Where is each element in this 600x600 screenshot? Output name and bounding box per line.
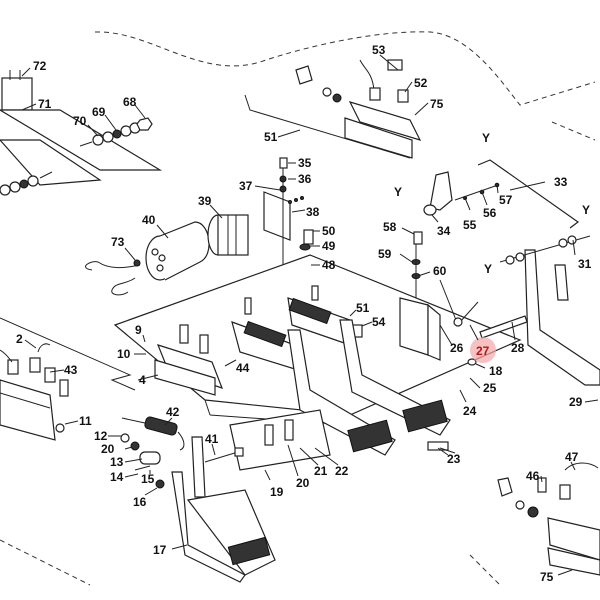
callout-11: 11 bbox=[79, 414, 92, 428]
callout-55: 55 bbox=[463, 218, 477, 232]
callout-75-top: 75 bbox=[430, 97, 444, 111]
callout-39: 39 bbox=[198, 194, 212, 208]
bracket-38 bbox=[263, 157, 304, 270]
callout-40: 40 bbox=[142, 213, 156, 227]
valve-block-44 bbox=[231, 297, 299, 371]
callout-69: 69 bbox=[92, 105, 106, 119]
callout-68: 68 bbox=[123, 95, 137, 109]
callout-28: 28 bbox=[511, 341, 525, 355]
callout-2: 2 bbox=[16, 332, 23, 346]
callout-37: 37 bbox=[239, 179, 253, 193]
callout-10: 10 bbox=[117, 347, 131, 361]
spring-27 bbox=[439, 279, 479, 327]
pedal-center-right bbox=[339, 319, 451, 451]
callout-21: 21 bbox=[314, 464, 328, 478]
pedal-17 bbox=[171, 436, 276, 583]
callout-23: 23 bbox=[447, 452, 461, 466]
pedal-29 bbox=[499, 235, 600, 386]
callout-16: 16 bbox=[133, 495, 147, 509]
callout-56: 56 bbox=[483, 206, 497, 220]
boundary-top-right bbox=[551, 121, 596, 141]
callout-53: 53 bbox=[372, 43, 386, 57]
callout-51-top: 51 bbox=[264, 130, 278, 144]
callout-54: 54 bbox=[372, 315, 386, 329]
callout-51-plate: 51 bbox=[356, 301, 370, 315]
callout-25: 25 bbox=[483, 381, 497, 395]
callout-13: 13 bbox=[110, 455, 124, 469]
callout-44: 44 bbox=[236, 361, 250, 375]
valve-block-4 bbox=[154, 324, 224, 396]
callout-34: 34 bbox=[437, 224, 451, 238]
pedal-center-left bbox=[287, 329, 396, 456]
callout-52: 52 bbox=[414, 76, 428, 90]
lever-parts-12-16 bbox=[120, 433, 165, 489]
bracket-26 bbox=[399, 231, 441, 361]
motor-40 bbox=[145, 221, 210, 281]
y-connector-icon: Y bbox=[482, 131, 490, 145]
callout-9: 9 bbox=[135, 323, 142, 337]
callout-35: 35 bbox=[298, 156, 312, 170]
valve-block-top bbox=[295, 59, 422, 159]
callout-26: 26 bbox=[450, 341, 464, 355]
valve-block-lower-left bbox=[0, 343, 69, 441]
callout-31: 31 bbox=[578, 257, 592, 271]
leader-lines bbox=[21, 54, 599, 576]
callout-17: 17 bbox=[153, 543, 167, 557]
washer-stack-68-70 bbox=[79, 117, 153, 147]
callout-41: 41 bbox=[205, 432, 219, 446]
callout-20-base: 20 bbox=[296, 476, 310, 490]
callout-71: 71 bbox=[38, 97, 52, 111]
pedal-base-19 bbox=[229, 409, 331, 471]
callout-75-bottom: 75 bbox=[540, 570, 554, 584]
callout-18: 18 bbox=[489, 364, 503, 378]
callout-42: 42 bbox=[166, 405, 180, 419]
callout-4: 4 bbox=[139, 373, 146, 387]
callout-33: 33 bbox=[554, 175, 568, 189]
boundary-bottom-right bbox=[469, 554, 501, 586]
callout-70: 70 bbox=[73, 114, 87, 128]
y-connector-icons: Y Y Y Y bbox=[394, 131, 590, 276]
callout-59: 59 bbox=[378, 247, 392, 261]
callout-50: 50 bbox=[322, 224, 336, 238]
callout-60: 60 bbox=[433, 264, 447, 278]
callout-46: 46 bbox=[526, 469, 540, 483]
callout-57: 57 bbox=[499, 193, 513, 207]
callout-labels: 72 71 70 69 68 53 52 75 51 35 36 37 38 3… bbox=[16, 43, 592, 584]
rod-33 bbox=[477, 159, 580, 229]
ring-18 bbox=[467, 358, 477, 366]
callout-48: 48 bbox=[322, 258, 336, 272]
callout-27: 27 bbox=[476, 344, 490, 358]
callout-14: 14 bbox=[110, 470, 124, 484]
callout-58: 58 bbox=[383, 220, 397, 234]
coupling-39 bbox=[207, 214, 249, 256]
spring-42 bbox=[121, 416, 185, 451]
valve-block-upper-left bbox=[0, 70, 163, 186]
callout-72: 72 bbox=[33, 59, 47, 73]
callout-49: 49 bbox=[322, 239, 336, 253]
callout-38: 38 bbox=[306, 205, 320, 219]
callout-22: 22 bbox=[335, 464, 349, 478]
callout-73: 73 bbox=[111, 235, 125, 249]
boundary-top bbox=[94, 31, 596, 106]
callout-43: 43 bbox=[64, 363, 78, 377]
hoses-73 bbox=[85, 259, 141, 296]
y-connector-icon: Y bbox=[394, 185, 402, 199]
callout-20-left: 20 bbox=[101, 442, 115, 456]
callout-12: 12 bbox=[94, 429, 108, 443]
y-connector-icon: Y bbox=[582, 203, 590, 217]
valve-block-51 bbox=[287, 285, 363, 346]
callout-47: 47 bbox=[565, 450, 579, 464]
valve-block-lower-right bbox=[497, 462, 600, 576]
y-connector-icon: Y bbox=[484, 262, 492, 276]
callout-36: 36 bbox=[298, 172, 312, 186]
callout-29: 29 bbox=[569, 395, 583, 409]
bolt-41 bbox=[204, 447, 244, 463]
callout-24: 24 bbox=[463, 404, 477, 418]
callout-19: 19 bbox=[270, 485, 284, 499]
boundary-bottom-left bbox=[0, 539, 91, 586]
highlight-marker bbox=[470, 337, 496, 363]
boundary-lines-4 bbox=[0, 317, 136, 391]
washer-stack-lower-left bbox=[0, 171, 53, 196]
callout-15: 15 bbox=[141, 472, 155, 486]
